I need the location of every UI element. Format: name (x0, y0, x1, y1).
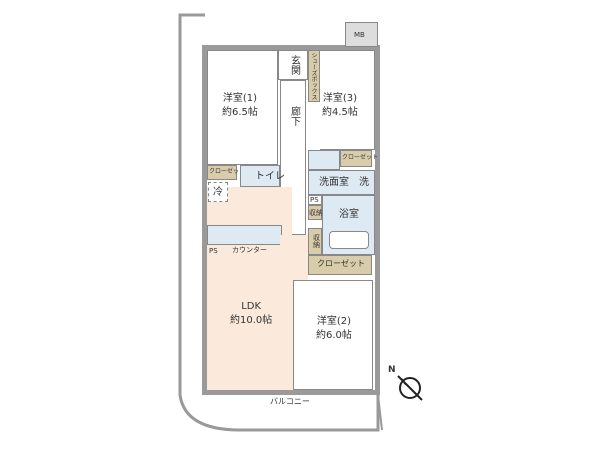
western-room-1-label: 洋室(1)約6.5帖 (222, 93, 258, 118)
western-room-1 (207, 50, 278, 165)
ldk (207, 255, 293, 390)
ps-bath: PS (308, 195, 322, 205)
shoebox: シューズボックス (308, 50, 320, 102)
fridge-space: 冷 (208, 182, 228, 202)
western-room-3-label: 洋室(3)約4.5帖 (322, 93, 358, 118)
ps-kitchen: PS (209, 247, 218, 255)
balcony-label: バルコニー (270, 397, 310, 406)
washbasin (308, 150, 340, 170)
storage-2: 収納 (308, 228, 322, 255)
washroom: 洗面室洗 (308, 170, 375, 195)
closet-room-1: クローゼット (207, 165, 245, 180)
bathroom: 浴室 (322, 195, 375, 255)
entrance: 玄関 (278, 50, 308, 80)
compass-icon: N (388, 365, 428, 406)
mb-room: MB (345, 22, 378, 47)
kitchen-counter-stove (207, 225, 282, 245)
western-room-2-label: 洋室(2)約6.0帖 (316, 316, 352, 341)
toilet: トイレ (240, 165, 285, 187)
ldk-hall-area (280, 235, 308, 280)
closet-big: クローゼット (308, 255, 372, 275)
bathtub (329, 231, 369, 249)
western-room-3 (320, 50, 375, 150)
western-room-2 (293, 280, 373, 390)
counter-label: カウンター (232, 246, 267, 254)
closet-room-3: クローゼット (340, 150, 378, 167)
storage-1: 収納 (308, 205, 323, 220)
